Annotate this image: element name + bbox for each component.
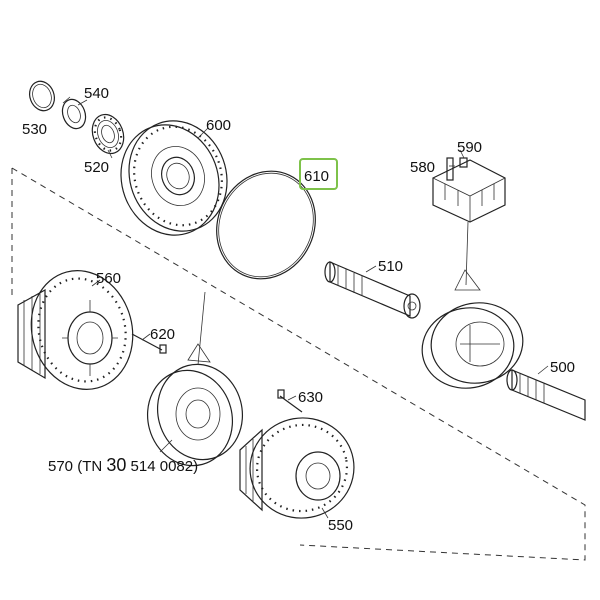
label-630: 630 <box>298 389 323 406</box>
label-590: 590 <box>457 139 482 156</box>
part-590-screw[interactable] <box>459 157 468 168</box>
part-550-housing[interactable] <box>239 410 362 527</box>
label-620: 620 <box>150 326 175 343</box>
part-580-valve-block[interactable] <box>432 157 506 286</box>
label-580: 580 <box>410 159 435 176</box>
label-570-suffix: 514 0082) <box>126 458 198 475</box>
label-570-prefix: 570 (TN <box>48 458 106 475</box>
label-570-big: 30 <box>106 455 126 475</box>
part-510-shaft[interactable] <box>324 261 421 319</box>
part-right-housing-cover[interactable] <box>416 269 529 395</box>
label-570: 570 (TN 30 514 0082) <box>48 455 198 475</box>
label-500: 500 <box>550 359 575 376</box>
label-520: 520 <box>84 159 109 176</box>
label-610: 610 <box>304 168 329 185</box>
part-570-housing[interactable] <box>137 291 253 475</box>
assembly-dashed-outline <box>11 167 586 561</box>
part-520-bearing[interactable] <box>87 110 129 158</box>
part-610-o-ring[interactable] <box>199 155 332 295</box>
label-510: 510 <box>378 258 403 275</box>
part-500-shaft[interactable] <box>506 369 586 421</box>
part-540-seal[interactable] <box>59 96 90 132</box>
label-550: 550 <box>328 517 353 534</box>
part-530-snap-ring[interactable] <box>26 78 59 114</box>
label-540: 540 <box>84 85 109 102</box>
label-560: 560 <box>96 270 121 287</box>
label-600: 600 <box>206 117 231 134</box>
part-630-bolt[interactable] <box>277 389 303 413</box>
part-560-housing[interactable] <box>17 259 146 401</box>
part-620-bolt[interactable] <box>131 333 167 354</box>
highlight-box-610 <box>299 158 338 190</box>
leader-lines <box>77 99 549 519</box>
part-600-gear[interactable] <box>106 107 243 249</box>
label-530: 530 <box>22 121 47 138</box>
